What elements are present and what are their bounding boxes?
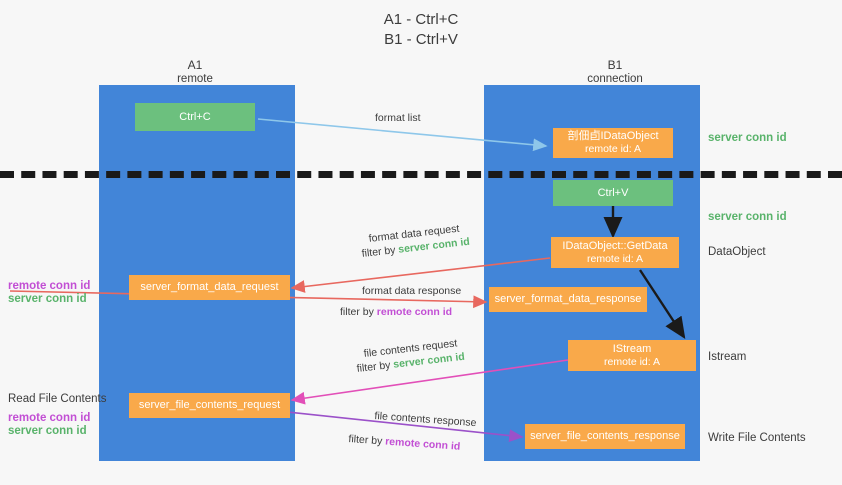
right-label-dataobject: DataObject [708,246,766,258]
box-ctrl-v[interactable]: Ctrl+V [553,180,673,206]
edge-label-file-contents-response: file contents response [374,409,477,430]
left-label-server-conn-id-1: server conn id [8,293,87,305]
box-getdata-line2: remote id: A [586,252,644,265]
column-header-b1: B1 connection [555,58,675,86]
box-istream-line1: IStream [612,342,652,355]
left-label-remote-conn-id-1: remote conn id [8,280,91,292]
box-idataobject-line1: 剖佃卣IDataObject [567,130,659,142]
box-getdata[interactable]: IDataObject::GetData remote id: A [551,237,679,268]
column-a1-sub: remote [177,73,213,85]
edge-label-file-contents-response-filter: filter by remote conn id [348,432,461,454]
box-server-file-contents-response[interactable]: server_file_contents_response [525,424,685,449]
box-ctrl-v-label: Ctrl+V [597,186,629,199]
right-label-server-conn-id-1: server conn id [708,132,787,144]
box-istream[interactable]: IStream remote id: A [568,340,696,371]
box-server-file-contents-request[interactable]: server_file_contents_request [129,393,290,418]
left-label-read-file-contents: Read File Contents [8,393,107,405]
column-a1-name: A1 [187,58,203,72]
edge-label-format-list: format list [375,112,421,124]
title-line-1: A1 - Ctrl+C [383,11,459,28]
filter-prefix-4: filter by [348,432,386,448]
filter-prefix-2: filter by [340,306,377,318]
edge-label-format-data-response-filter: filter by remote conn id [340,305,452,319]
filter-value-4: remote conn id [384,435,461,453]
box-server-file-contents-request-label: server_file_contents_request [138,399,281,411]
diagram-title: A1 - Ctrl+C B1 - Ctrl+V [0,10,842,50]
box-istream-line2: remote id: A [603,355,661,368]
box-server-file-contents-response-label: server_file_contents_response [530,430,680,442]
right-label-istream: Istream [708,351,747,363]
box-ctrl-c[interactable]: Ctrl+C [135,103,255,131]
box-getdata-line1: IDataObject::GetData [562,239,668,252]
filter-value-2: remote conn id [376,306,453,318]
left-label-remote-conn-id-2: remote conn id [8,412,91,424]
box-server-format-data-response[interactable]: server_format_data_response [489,287,647,312]
right-label-write-file-contents: Write File Contents [708,432,806,444]
filter-prefix-1: filter by [361,243,400,260]
left-label-server-conn-id-2: server conn id [8,425,87,437]
right-label-server-conn-id-2: server conn id [708,211,787,223]
phase-divider [0,171,842,178]
box-ctrl-c-label: Ctrl+C [179,110,211,123]
column-b1-sub: connection [587,73,643,85]
box-server-format-data-request[interactable]: server_format_data_request [129,275,290,300]
box-server-format-data-response-label: server_format_data_response [494,293,642,305]
edge-label-format-data-response: format data response [362,285,462,297]
column-header-a1: A1 remote [135,58,255,86]
box-server-format-data-request-label: server_format_data_request [140,281,279,293]
filter-prefix-3: filter by [356,358,395,375]
title-line-2: B1 - Ctrl+V [384,31,458,48]
column-b1-name: B1 [607,58,623,72]
box-idataobject[interactable]: 剖佃卣IDataObject remote id: A [553,128,673,158]
box-idataobject-line2: remote id: A [584,143,642,155]
